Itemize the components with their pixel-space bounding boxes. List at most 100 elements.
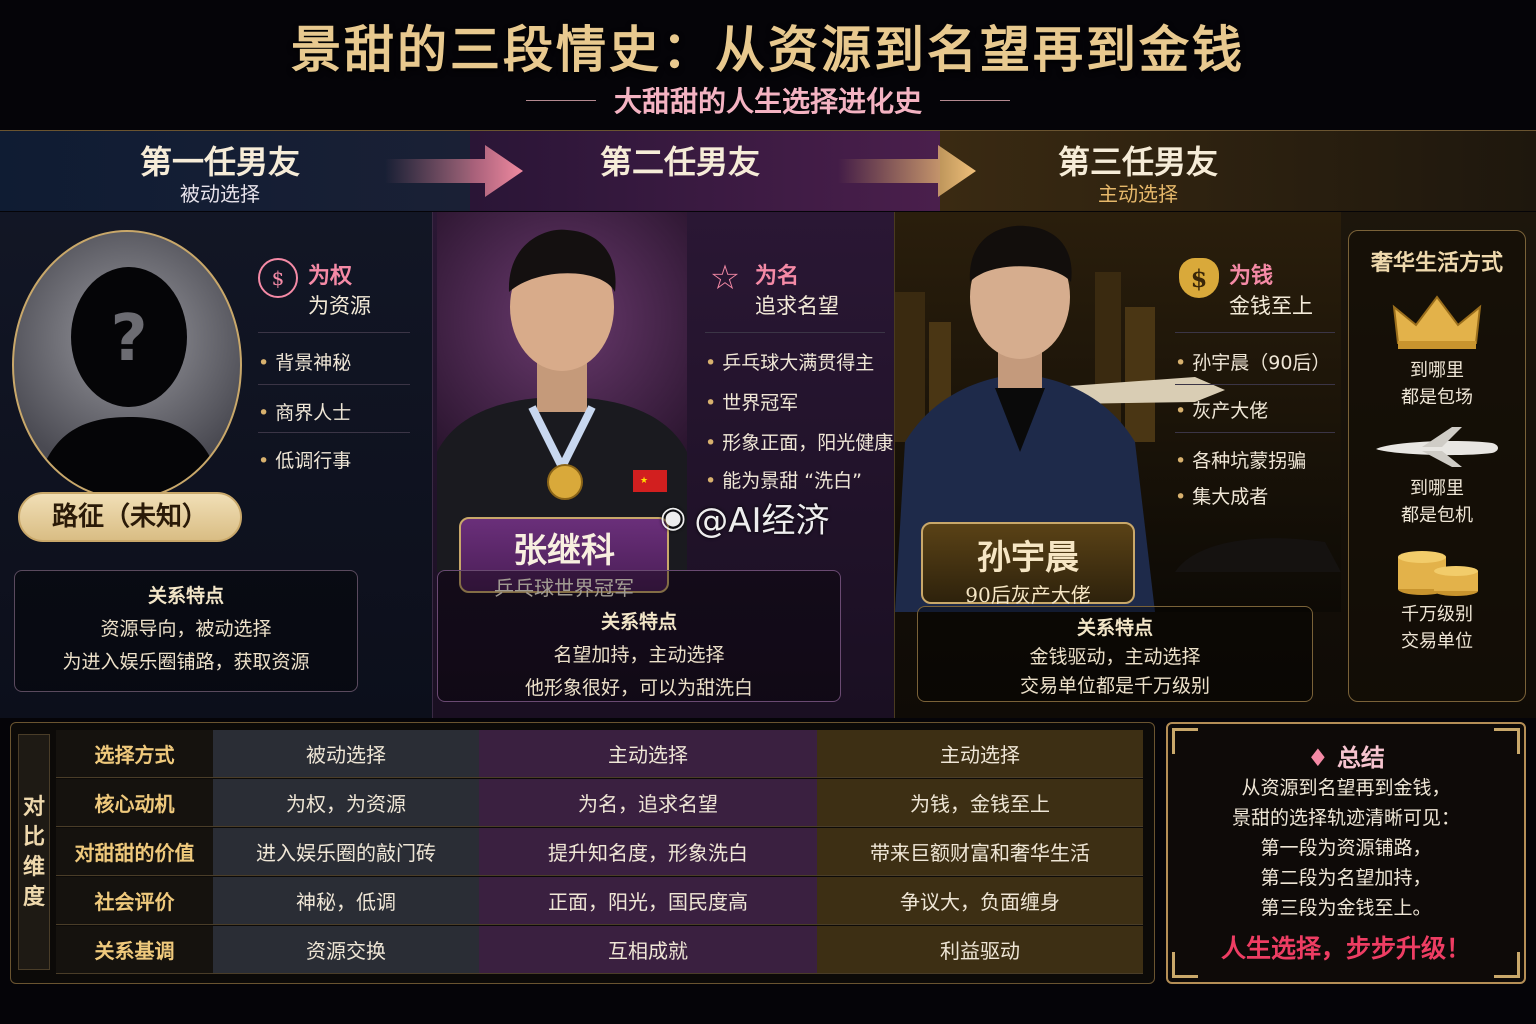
bf1-relationship-title: 关系特点: [147, 585, 224, 607]
cell-bf3: 为钱，金钱至上: [817, 779, 1143, 827]
power-cycle-icon: $: [258, 258, 298, 298]
bf2-relationship-box: 关系特点 名望加持，主动选择 他形象很好，可以为甜洗白: [437, 570, 841, 702]
row-header: 选择方式: [56, 730, 213, 778]
bf1-motive-sub: 为资源: [308, 294, 371, 318]
header-section-3: 第三任男友 主动选择: [940, 131, 1536, 211]
table-row: 对甜甜的价值 进入娱乐圈的敲门砖 提升知名度，形象洗白 带来巨额财富和奢华生活: [56, 828, 1143, 876]
summary-line: 从资源到名望再到金钱，: [1241, 777, 1451, 799]
cell-bf3: 带来巨额财富和奢华生活: [817, 828, 1143, 876]
cell-bf2: 正面，阳光，国民度高: [479, 877, 817, 925]
subtitle-divider-right: [940, 99, 1010, 101]
bf3-relationship-title: 关系特点: [1076, 617, 1153, 639]
bf3-motive-tag: $ 为钱 金钱至上: [1179, 258, 1313, 320]
luxury-title: 奢华生活方式: [1370, 250, 1503, 276]
dimension-char: 维: [22, 854, 45, 880]
table-row: 核心动机 为权，为资源 为名，追求名望 为钱，金钱至上: [56, 779, 1143, 827]
bf2-bullet: 世界冠军: [705, 388, 798, 415]
divider: [258, 332, 410, 333]
bf1-name-badge: 路征（未知）: [18, 492, 242, 542]
header-sub-1: 被动选择: [180, 182, 260, 206]
bf1-bullet: 低调行事: [258, 446, 351, 473]
boyfriend-2-panel: ★ 张继科 乒乓球世界冠军 ☆ 为名 追求名望 乒乓球大满贯得主 世界冠军 形象…: [432, 212, 894, 718]
bf3-bullet: 各种坑蒙拐骗: [1175, 446, 1306, 473]
comparison-dimension-label: 对 比 维 度: [18, 734, 50, 970]
bf3-relationship-line: 交易单位都是千万级别: [1019, 675, 1210, 697]
gold-coins-icon: [1398, 551, 1478, 596]
header-sub-3: 主动选择: [1098, 182, 1178, 206]
svg-text:?: ?: [110, 302, 147, 376]
arrow-right-icon: [385, 145, 523, 197]
bf2-motive-sub: 追求名望: [755, 294, 839, 318]
luxury-item-line: 到哪里: [1410, 478, 1464, 499]
header-title-1: 第一任男友: [139, 143, 300, 181]
cell-bf2: 提升知名度，形象洗白: [479, 828, 817, 876]
table-row: 关系基调 资源交换 互相成就 利益驱动: [56, 926, 1143, 974]
summary-line: 第二段为名望加持，: [1260, 867, 1432, 889]
bf2-relationship-line: 名望加持，主动选择: [553, 644, 725, 666]
table-row: 选择方式 被动选择 主动选择 主动选择: [56, 730, 1143, 778]
summary-line: 第三段为金钱至上。: [1260, 897, 1432, 919]
weibo-logo-icon: ◉: [660, 500, 687, 535]
bf3-name-badge: 孙宇晨 90后灰产大佬: [921, 522, 1135, 607]
bf1-motive-tag: $ 为权 为资源: [258, 258, 371, 320]
cell-bf1: 被动选择: [213, 730, 479, 778]
luxury-item-line: 千万级别: [1401, 604, 1473, 625]
bf3-motive-title: 为钱: [1229, 263, 1274, 289]
bf3-relationship-line: 金钱驱动，主动选择: [1029, 646, 1201, 668]
bf3-name: 孙宇晨: [977, 538, 1079, 578]
summary-line: 第一段为资源铺路，: [1260, 837, 1432, 859]
bf2-motive-tag: ☆ 为名 追求名望: [705, 258, 839, 320]
star-icon: ☆: [709, 258, 741, 298]
svg-text:★: ★: [640, 476, 648, 486]
table-row: 社会评价 神秘，低调 正面，阳光，国民度高 争议大，负面缠身: [56, 877, 1143, 925]
luxury-item-line: 都是包场: [1401, 387, 1473, 408]
summary-final: 人生选择，步步升级！: [1220, 934, 1471, 963]
bf3-title: 90后灰产大佬: [965, 583, 1091, 607]
bf3-bullet: 集大成者: [1175, 482, 1268, 509]
bf1-bullet: 商界人士: [258, 398, 351, 425]
bf2-title: 乒乓球世界冠军: [494, 576, 634, 600]
arrow-right-icon: [838, 145, 976, 197]
cell-bf3: 主动选择: [817, 730, 1143, 778]
divider: [1175, 332, 1335, 333]
cell-bf2: 互相成就: [479, 926, 817, 974]
summary-line: 景甜的选择轨迹清晰可见：: [1231, 807, 1460, 829]
ornament-corner: [1172, 952, 1198, 978]
cell-bf1: 进入娱乐圈的敲门砖: [213, 828, 479, 876]
bf2-name: 张继科: [513, 531, 615, 571]
luxury-item-line: 交易单位: [1401, 631, 1473, 652]
ornament-corner: [1172, 728, 1198, 754]
crown-icon: [1392, 295, 1482, 349]
bf1-motive-title: 为权: [308, 263, 353, 289]
bf2-bullet: 能为景甜 “洗白”: [705, 466, 862, 493]
luxury-item-line: 都是包机: [1401, 505, 1473, 526]
divider: [258, 432, 410, 433]
money-bag-icon: $: [1179, 258, 1219, 298]
boyfriend-1-panel: ? 路征（未知） $ 为权 为资源 背景神秘 商界人士 低调行事 关系特点 资源…: [0, 212, 432, 718]
summary-title: 总结: [1336, 743, 1385, 772]
bf1-relationship-line: 为进入娱乐圈铺路，获取资源: [62, 651, 310, 673]
luxury-item-line: 到哪里: [1410, 360, 1464, 381]
bf3-relationship-box: 关系特点 金钱驱动，主动选择 交易单位都是千万级别: [917, 606, 1313, 702]
header-title-2: 第二任男友: [599, 143, 760, 181]
row-header: 对甜甜的价值: [56, 828, 213, 876]
cell-bf1: 资源交换: [213, 926, 479, 974]
watermark-text: @AI经济: [694, 501, 830, 541]
page-title: 景甜的三段情史：从资源到名望再到金钱: [291, 20, 1245, 79]
page-subtitle: 大甜甜的人生选择进化史: [613, 85, 922, 118]
cell-bf1: 为权，为资源: [213, 779, 479, 827]
dimension-char: 对: [22, 794, 45, 820]
row-header: 核心动机: [56, 779, 213, 827]
header-title-3: 第三任男友: [1057, 143, 1218, 181]
diamond-icon: ♦: [1307, 743, 1329, 772]
subtitle-divider-left: [525, 99, 596, 101]
bf2-bullet: 乒乓球大满贯得主: [705, 348, 874, 375]
divider: [705, 332, 885, 333]
cell-bf3: 利益驱动: [817, 926, 1143, 974]
divider: [1175, 384, 1335, 385]
unknown-person-silhouette: ?: [12, 230, 242, 500]
row-header: 关系基调: [56, 926, 213, 974]
cell-bf1: 神秘，低调: [213, 877, 479, 925]
bf3-motive-sub: 金钱至上: [1229, 294, 1313, 318]
luxury-lifestyle-box: 奢华生活方式 到哪里 都是包场 到哪里 都是包机 千万级别 交易单位: [1348, 230, 1526, 702]
